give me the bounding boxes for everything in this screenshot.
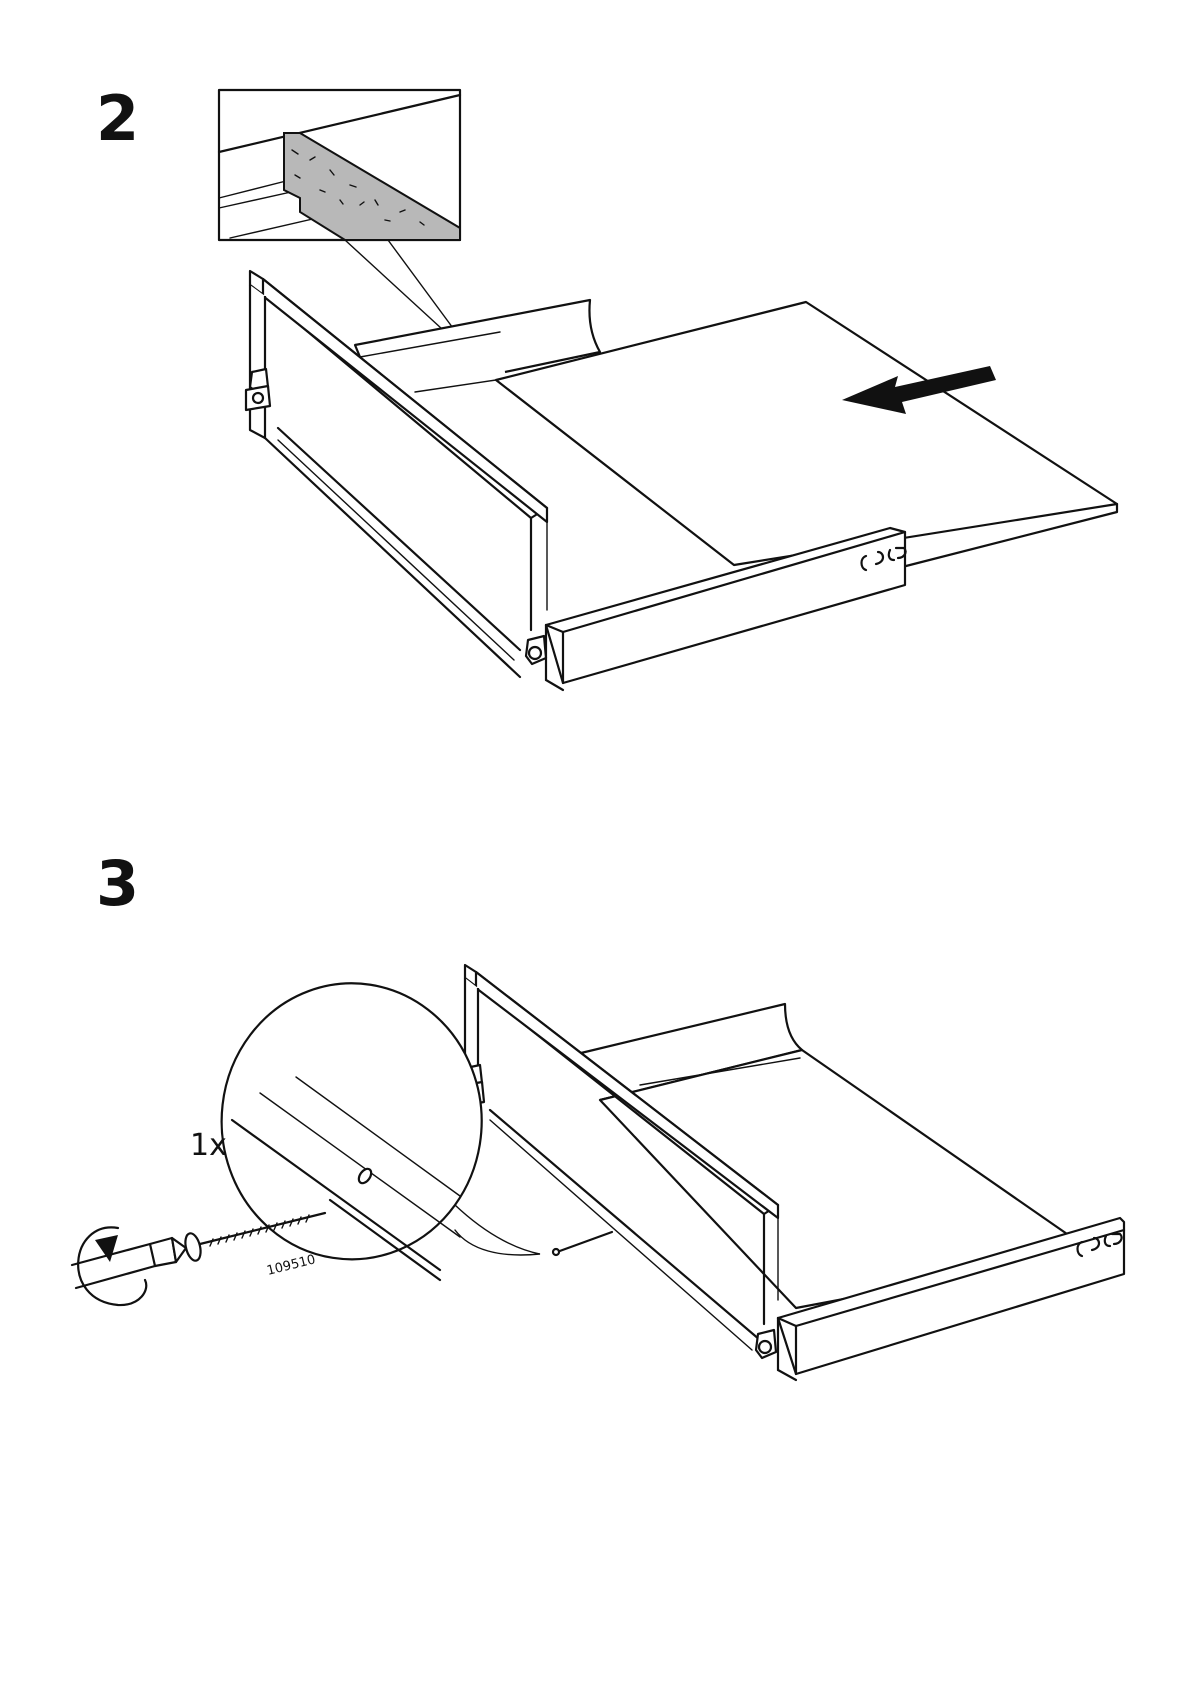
drawer-back-panel xyxy=(355,300,600,372)
detail-magnifier-circle xyxy=(222,983,540,1280)
screwdriver-rotate-icon xyxy=(72,1227,186,1305)
quantity-label: 1x xyxy=(190,1128,227,1163)
step-3-illustration: 1x 109510 xyxy=(72,965,1124,1380)
drawer-floor-edge xyxy=(415,380,496,392)
drawer-front-fitting xyxy=(756,1330,776,1358)
drawer-front-panel xyxy=(526,528,906,690)
step-2-illustration xyxy=(219,90,1117,690)
screw-in-place xyxy=(553,1232,612,1255)
part-code-label: 109510 xyxy=(265,1252,317,1279)
drawer-front-fitting xyxy=(526,636,546,664)
